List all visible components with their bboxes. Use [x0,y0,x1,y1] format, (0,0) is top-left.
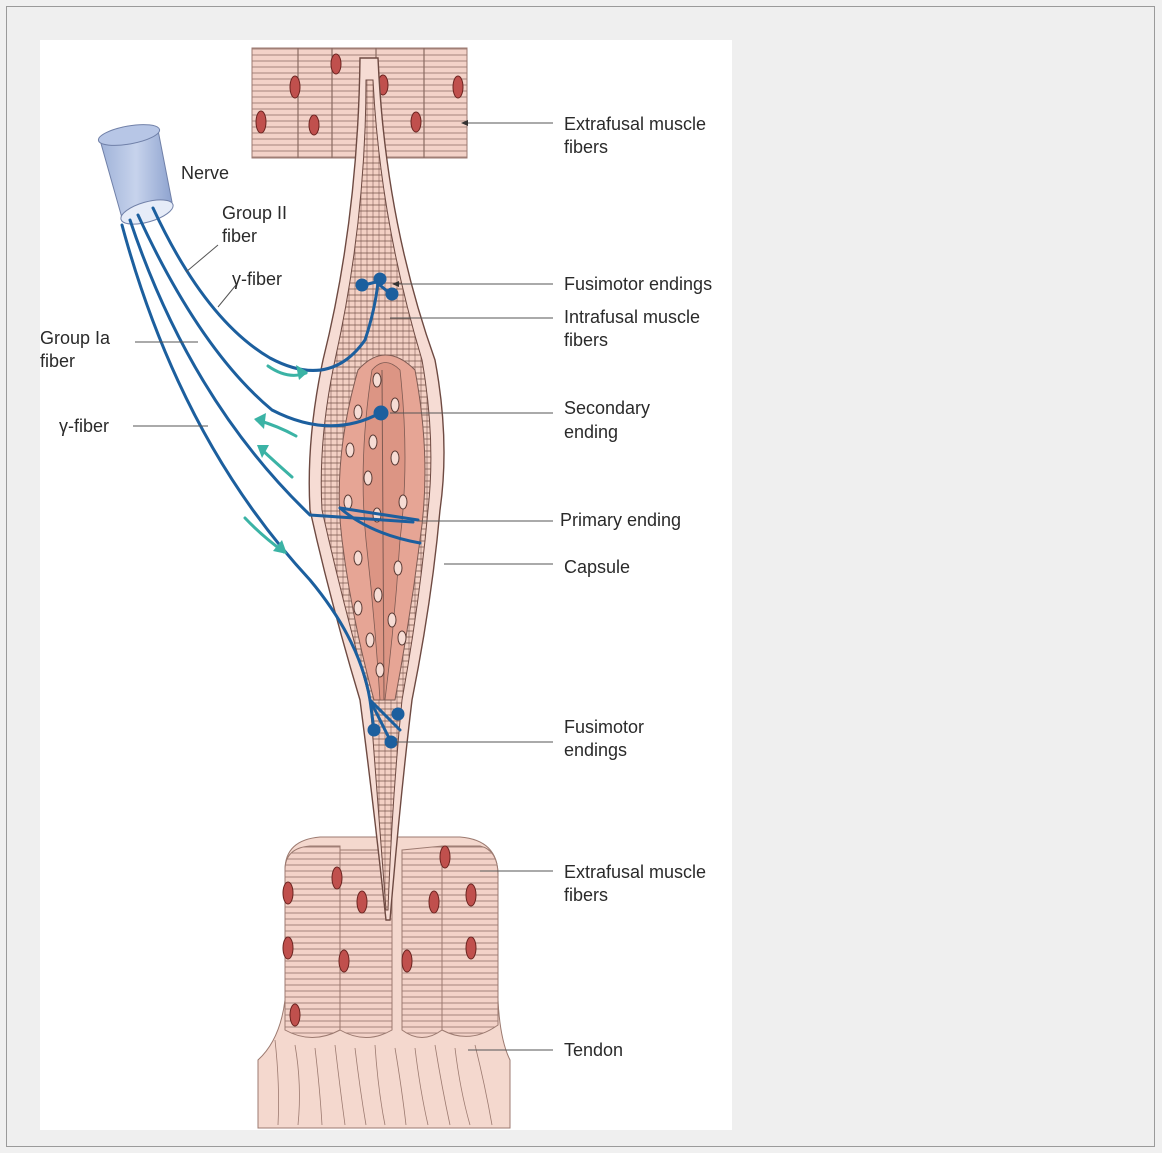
label-nerve: Nerve [181,161,229,185]
label-gamma-fiber-upper: γ-fiber [232,267,282,291]
label-secondary-line2: ending [564,420,618,444]
muscle-spindle-diagram: Nerve Group II fiber γ-fiber Group Ia fi… [40,40,732,1130]
spindle-capsule [309,58,444,920]
label-extrafusal-bottom-line2: fibers [564,883,608,907]
label-extrafusal-top-line1: Extrafusal muscle [564,112,706,136]
label-extrafusal-top-line2: fibers [564,135,608,159]
label-fusimotor-bottom-line1: Fusimotor [564,715,644,739]
label-group-ia-fiber-line2: fiber [40,349,75,373]
label-gamma-fiber-lower: γ-fiber [59,414,109,438]
label-intrafusal-line1: Intrafusal muscle [564,305,700,329]
label-fusimotor-bottom-line2: endings [564,738,627,762]
label-group-ii-fiber-line1: Group II [222,201,287,225]
signal-arrowheads [254,365,308,554]
window-frame: Nerve Group II fiber γ-fiber Group Ia fi… [6,6,1155,1147]
label-secondary-line1: Secondary [564,396,650,420]
nerve-bundle [97,121,176,229]
diagram-svg [40,40,732,1130]
label-tendon: Tendon [564,1038,623,1062]
label-group-ii-fiber-line2: fiber [222,224,257,248]
label-capsule: Capsule [564,555,630,579]
label-extrafusal-bottom-line1: Extrafusal muscle [564,860,706,884]
label-fusimotor-top: Fusimotor endings [564,272,712,296]
label-group-ia-fiber-line1: Group Ia [40,326,110,350]
label-primary-ending: Primary ending [560,508,681,532]
label-intrafusal-line2: fibers [564,328,608,352]
